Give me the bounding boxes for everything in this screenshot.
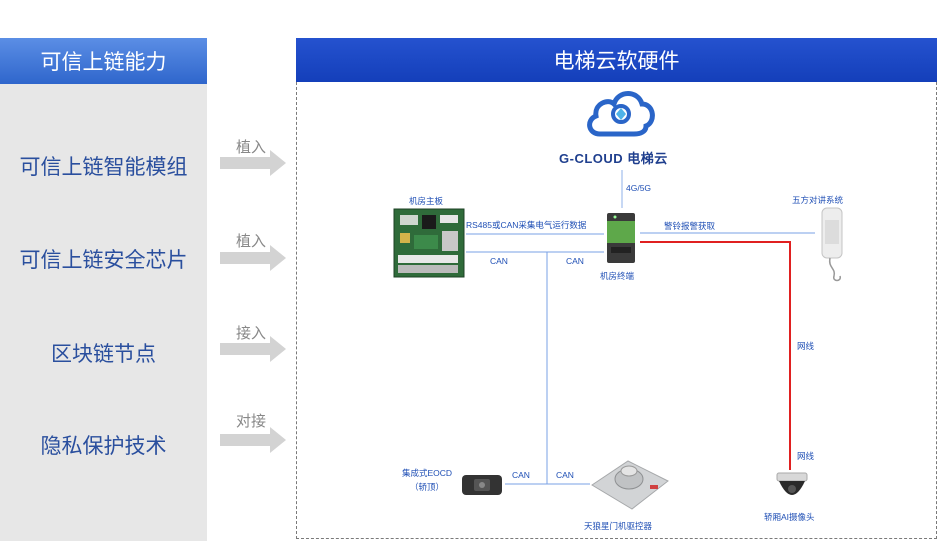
label-door-controller: 天狼星门机驱控器 — [584, 521, 653, 531]
arrow-label: 植入 — [236, 139, 267, 156]
label-camera: 轿厢AI摄像头 — [764, 512, 815, 522]
logo-text: G-CLOUD 电梯云 — [559, 151, 668, 166]
camera-dome-icon — [776, 472, 808, 495]
cloud-logo-icon — [587, 91, 655, 137]
label-alarm: 警铃报警获取 — [664, 221, 716, 231]
label-network: 网线 — [797, 341, 815, 351]
label-can: CAN — [490, 256, 508, 266]
left-header: 可信上链能力 — [0, 38, 207, 84]
arrow-label: 对接 — [236, 413, 267, 430]
arrow-right-icon — [220, 336, 286, 362]
terminal-device-icon — [607, 213, 635, 263]
capability-item: 可信上链智能模组 — [19, 156, 188, 179]
arrow-right-icon — [220, 150, 286, 176]
label-can: CAN — [566, 256, 584, 266]
label-can: CAN — [512, 470, 530, 480]
label-can: CAN — [556, 470, 574, 480]
capability-item: 可信上链安全芯片 — [19, 249, 188, 272]
label-eocd-sub: （轿顶） — [410, 482, 445, 492]
capability-item: 区块链节点 — [51, 343, 156, 366]
eocd-device-icon — [462, 475, 502, 495]
arrow-right-icon — [220, 245, 286, 271]
label-network: 网线 — [797, 451, 815, 461]
arrow-right-icon — [220, 427, 286, 453]
right-header: 电梯云软硬件 — [296, 38, 937, 82]
door-controller-icon — [591, 460, 669, 510]
label-terminal: 机房终端 — [600, 271, 635, 281]
label-five-way: 五方对讲系统 — [792, 195, 844, 205]
left-panel — [0, 38, 207, 541]
machine-board-icon — [393, 208, 465, 278]
arrow-label: 植入 — [236, 233, 267, 250]
intercom-phone-icon — [821, 207, 843, 282]
label-machine-board: 机房主板 — [409, 196, 444, 206]
label-eocd: 集成式EOCD — [402, 468, 453, 478]
label-rs485: RS485或CAN采集电气运行数据 — [466, 220, 587, 230]
capability-item: 隐私保护技术 — [40, 435, 167, 458]
arrow-label: 接入 — [236, 325, 267, 342]
label-4g5g: 4G/5G — [626, 183, 652, 193]
